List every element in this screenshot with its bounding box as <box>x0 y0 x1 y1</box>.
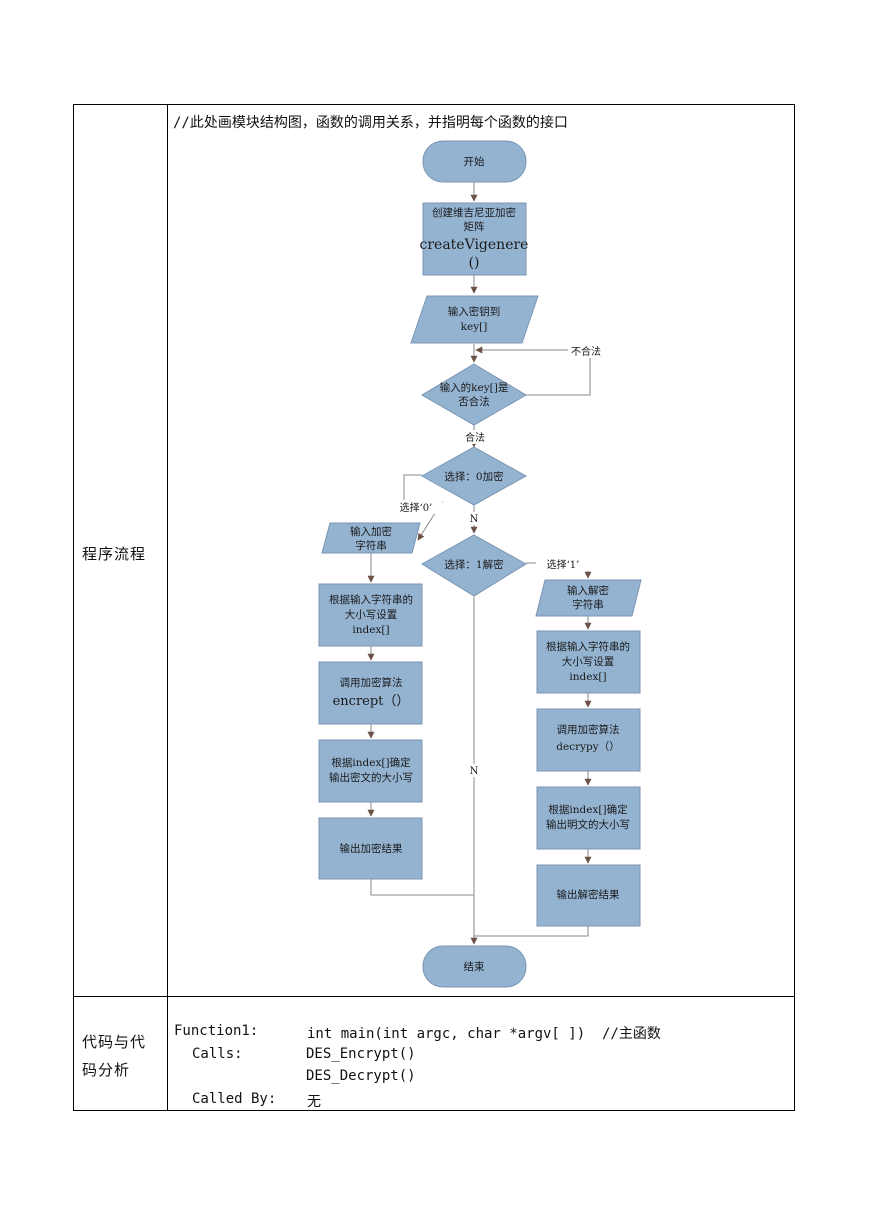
connector-lines <box>367 182 592 945</box>
dec-input-data <box>535 579 642 617</box>
code-analysis-label-line2: 码分析 <box>82 1061 131 1079</box>
choose-encrypt-decision <box>420 446 528 506</box>
enc-call-text-2: encrept（） <box>333 694 410 709</box>
key-valid-decision <box>421 363 527 426</box>
check-text-1: 输入的key[]是 <box>440 381 509 394</box>
invalid-label-bg <box>568 344 605 358</box>
dec-index-text-2: 大小写设置 <box>562 655 615 668</box>
create-matrix-process <box>422 202 527 276</box>
check-text-2: 否合法 <box>458 395 490 408</box>
called-by-label: Called By: <box>192 1091 277 1107</box>
valid-label-bg <box>462 430 488 444</box>
enc-case-text-1: 根据index[]确定 <box>331 756 411 769</box>
n-label-bottom-bg <box>468 764 480 777</box>
enc-input-text-1: 输入加密 <box>350 525 392 538</box>
dec-call-text-2: decrypy（） <box>556 741 619 753</box>
dec-case-text-2: 输出明文的大小写 <box>546 818 630 831</box>
document-table: 程序流程 //此处画模块结构图，函数的调用关系，并指明每个函数的接口 代码与代 … <box>73 104 795 1111</box>
create-text-4: () <box>469 255 480 271</box>
code-analysis-label-line1: 代码与代 <box>82 1033 147 1051</box>
column-divider <box>167 105 168 1110</box>
enc-index-text-2: 大小写设置 <box>345 608 398 621</box>
choose-decrypt-decision <box>421 534 527 597</box>
end-text: 结束 <box>464 960 485 973</box>
choose0-label: 选择‘0’ <box>400 501 433 514</box>
start-text: 开始 <box>464 155 485 168</box>
enc-index-process <box>318 583 423 647</box>
line-enc-end <box>370 879 474 896</box>
enc-call-text-1: 调用加密算法 <box>340 676 403 689</box>
dec-output-text: 输出解密结果 <box>557 888 620 901</box>
create-text-2: 矩阵 <box>464 220 485 233</box>
dec-output-process <box>536 864 641 927</box>
call-encrypt: DES_Encrypt() <box>306 1046 416 1062</box>
dec-index-process <box>536 630 641 694</box>
function-label: Function1: <box>174 1023 259 1039</box>
choose-decrypt-text: 选择：1解密 <box>444 558 504 571</box>
enc-call-process <box>318 661 423 725</box>
n-label-top: N <box>470 514 479 525</box>
enc-case-text-2: 输出密文的大小写 <box>329 771 413 784</box>
choose0-label-bg <box>390 500 442 514</box>
dec-index-text-3: index[] <box>569 671 606 683</box>
row-divider <box>74 996 794 997</box>
end-terminator <box>422 945 527 988</box>
dec-index-text-1: 根据输入字符串的 <box>546 640 630 653</box>
choose-encrypt-text: 选择：0加密 <box>444 470 504 483</box>
create-text-1: 创建维吉尼亚加密 <box>432 206 516 219</box>
n-label-bottom: N <box>470 766 479 777</box>
enc-case-process <box>318 739 423 803</box>
line-dec-end <box>474 926 589 937</box>
called-by-value: 无 <box>307 1094 321 1110</box>
input-key-text-2: key[] <box>461 321 488 333</box>
input-key-data <box>410 295 539 344</box>
dec-call-process <box>536 708 641 772</box>
enc-input-data <box>321 522 421 554</box>
flow-comment: //此处画模块结构图，函数的调用关系，并指明每个函数的接口 <box>173 115 568 131</box>
start-terminator <box>422 140 527 183</box>
valid-label: 合法 <box>465 431 485 444</box>
enc-output-process <box>318 817 423 880</box>
choose1-label-bg <box>536 557 590 571</box>
n-label-top-bg <box>468 512 480 525</box>
choose1-label: 选择‘1’ <box>547 558 580 571</box>
dec-input-text-2: 字符串 <box>572 598 604 611</box>
enc-output-text: 输出加密结果 <box>340 842 403 855</box>
enc-index-text-1: 根据输入字符串的 <box>329 593 413 606</box>
dec-input-text-1: 输入解密 <box>567 584 609 597</box>
call-decrypt: DES_Decrypt() <box>306 1068 416 1084</box>
program-flow-label: 程序流程 <box>82 545 147 563</box>
dec-case-text-1: 根据index[]确定 <box>548 803 628 816</box>
function-signature: int main(int argc, char *argv[ ]) //主函数 <box>307 1026 661 1042</box>
calls-label: Calls: <box>192 1046 243 1062</box>
invalid-loop <box>475 346 591 396</box>
create-text-3: createVigenere <box>420 237 529 253</box>
dec-call-text-1: 调用加密算法 <box>557 723 620 736</box>
dec-case-process <box>536 786 641 850</box>
enc-input-text-2: 字符串 <box>355 539 387 552</box>
input-key-text-1: 输入密钥到 <box>448 305 501 318</box>
invalid-label: 不合法 <box>571 345 601 358</box>
enc-index-text-3: index[] <box>352 624 389 636</box>
